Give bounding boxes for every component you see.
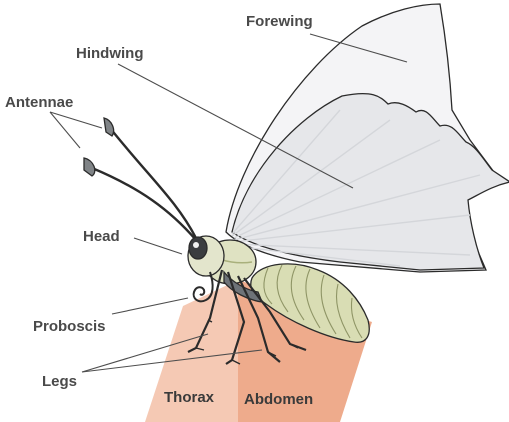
antennae: [84, 118, 196, 240]
hindwing-label: Hindwing: [76, 45, 144, 62]
proboscis-leader: [112, 298, 188, 314]
antennae-leader-1: [50, 112, 102, 128]
proboscis-label: Proboscis: [33, 318, 106, 335]
antennae-leader-2: [50, 112, 80, 148]
thorax-label: Thorax: [164, 389, 215, 406]
abdomen-label: Abdomen: [244, 391, 313, 408]
antennae-label: Antennae: [5, 94, 73, 111]
forewing-label: Forewing: [246, 13, 313, 30]
legs-label: Legs: [42, 373, 77, 390]
head-label: Head: [83, 228, 120, 245]
head-leader: [134, 238, 182, 254]
head: [188, 236, 224, 276]
